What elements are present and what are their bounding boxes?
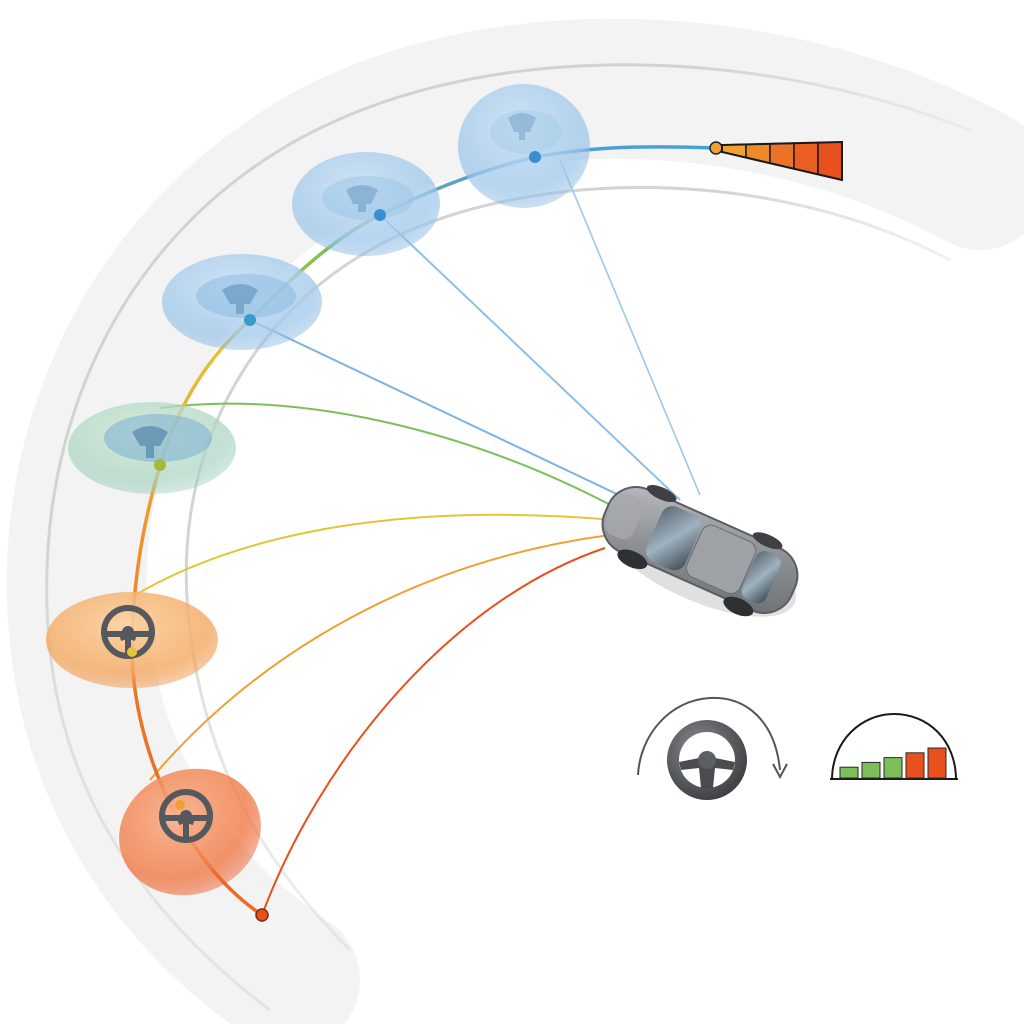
seat-icon — [222, 284, 258, 314]
projection-rays — [129, 159, 701, 916]
trajectory-node-blue-3 — [529, 151, 541, 163]
car-windshield — [645, 506, 702, 571]
seat-icon — [508, 113, 536, 140]
trajectory-node-blue-1 — [244, 314, 256, 326]
intensity-bar — [905, 752, 925, 779]
steering-node-6 — [458, 84, 590, 208]
ray-green — [159, 402, 621, 511]
ray-orange — [149, 534, 611, 781]
ray-blue-3 — [249, 319, 641, 506]
signal-indicator — [709, 140, 843, 182]
steering-node-2 — [46, 592, 218, 688]
car-rear-window — [741, 551, 781, 604]
clockwise-arrow-icon — [637, 696, 781, 776]
car — [601, 485, 799, 617]
intensity-bar — [861, 761, 881, 779]
ray-yellow — [129, 513, 616, 599]
car-roof — [685, 524, 757, 595]
trajectory-node-green — [154, 459, 166, 471]
signal-indicator-tip — [709, 141, 723, 155]
trajectory-node-blue-2 — [374, 209, 386, 221]
seat-icon — [132, 426, 168, 458]
car-wheel-front-left — [617, 549, 648, 570]
trajectory-node-red-start — [255, 908, 269, 922]
intensity-bar — [927, 747, 947, 779]
steering-wheel-icon — [159, 789, 213, 843]
intensity-dome — [831, 712, 957, 781]
intensity-bar — [839, 766, 859, 779]
trajectory-nodes — [127, 151, 541, 922]
steering-node-1 — [119, 768, 261, 896]
steering-node-4 — [162, 254, 322, 350]
ray-red — [261, 547, 606, 916]
trajectory-node-orange — [175, 800, 185, 810]
ray-blue-top — [559, 159, 701, 496]
ray-blue-2 — [379, 214, 681, 501]
intensity-legend — [830, 712, 958, 781]
car-wheel-rear-left — [723, 596, 754, 617]
car-wheel-front-right — [646, 485, 677, 503]
track-outer-edge — [45, 63, 971, 1012]
steering-node-3 — [68, 402, 236, 494]
intensity-bar — [883, 757, 903, 779]
steering-node-5 — [292, 152, 440, 256]
car-wheel-rear-right — [752, 532, 783, 550]
trajectory-node-yellow — [127, 647, 137, 657]
steering-wheel-icon — [667, 720, 747, 800]
seat-icon — [346, 185, 378, 212]
steering-legend — [637, 696, 788, 800]
